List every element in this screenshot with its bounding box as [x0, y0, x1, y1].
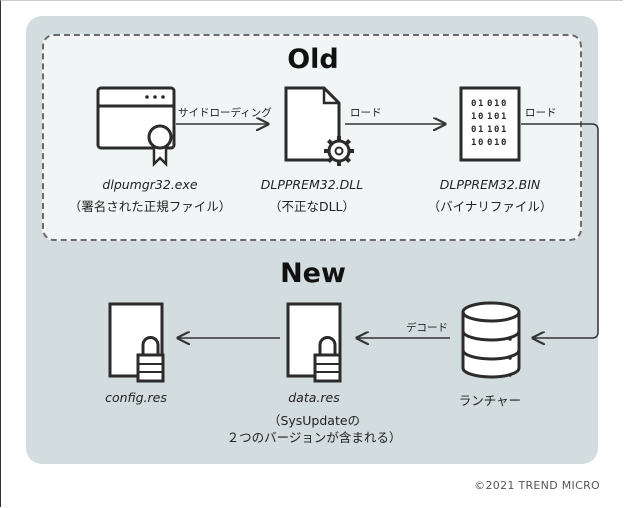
- svg-text:0: 0: [501, 138, 506, 148]
- svg-text:1: 1: [478, 125, 483, 135]
- load-label-1: ロード: [350, 107, 382, 119]
- svg-text:1: 1: [494, 138, 499, 148]
- svg-text:0: 0: [478, 112, 483, 122]
- svg-text:0: 0: [478, 138, 483, 148]
- bin-desc: （バイナリファイル）: [427, 199, 553, 214]
- data-res-locked-icon: [286, 302, 342, 383]
- dlpumgr-name: dlpumgr32.exe: [102, 177, 198, 192]
- datares-desc-line1: （SysUpdateの: [267, 413, 361, 428]
- svg-text:0: 0: [501, 99, 506, 109]
- signed-application-icon: [96, 86, 176, 168]
- svg-text:0: 0: [471, 99, 476, 109]
- dll-name: DLPPREM32.DLL: [260, 177, 364, 192]
- dll-desc: （不正なDLL）: [268, 199, 356, 214]
- new-section-title: New: [280, 258, 346, 289]
- svg-text:0: 0: [494, 112, 499, 122]
- svg-text:0: 0: [487, 99, 492, 109]
- svg-text:1: 1: [487, 125, 492, 135]
- dlpumgr-desc: （署名された正規ファイル）: [68, 199, 232, 214]
- bin-name: DLPPREM32.BIN: [439, 177, 541, 192]
- svg-text:1: 1: [494, 99, 499, 109]
- copyright-text: ©2021 TREND MICRO: [474, 479, 600, 492]
- svg-text:0: 0: [471, 125, 476, 135]
- svg-text:0: 0: [494, 125, 499, 135]
- load-arrow-2: [521, 123, 599, 338]
- datares-name: data.res: [288, 390, 340, 405]
- svg-text:1: 1: [501, 112, 506, 122]
- svg-text:1: 1: [471, 112, 476, 122]
- svg-text:0: 0: [487, 138, 492, 148]
- load-label-2: ロード: [525, 107, 557, 119]
- malicious-dll-icon: [284, 86, 354, 166]
- config-res-locked-icon: [108, 302, 165, 383]
- old-section-title: Old: [287, 44, 339, 75]
- svg-text:1: 1: [501, 125, 506, 135]
- svg-text:1: 1: [478, 99, 483, 109]
- launcher-database-icon: [461, 301, 521, 379]
- config-name: config.res: [105, 390, 167, 405]
- svg-text:1: 1: [471, 138, 476, 148]
- datares-desc-line2: ２つのバージョンが含まれる）: [226, 430, 402, 445]
- sideload-label: サイドローディング: [178, 107, 272, 119]
- launcher-name: ランチャー: [458, 393, 522, 408]
- decode-label: デコード: [406, 322, 448, 334]
- svg-text:1: 1: [487, 112, 492, 122]
